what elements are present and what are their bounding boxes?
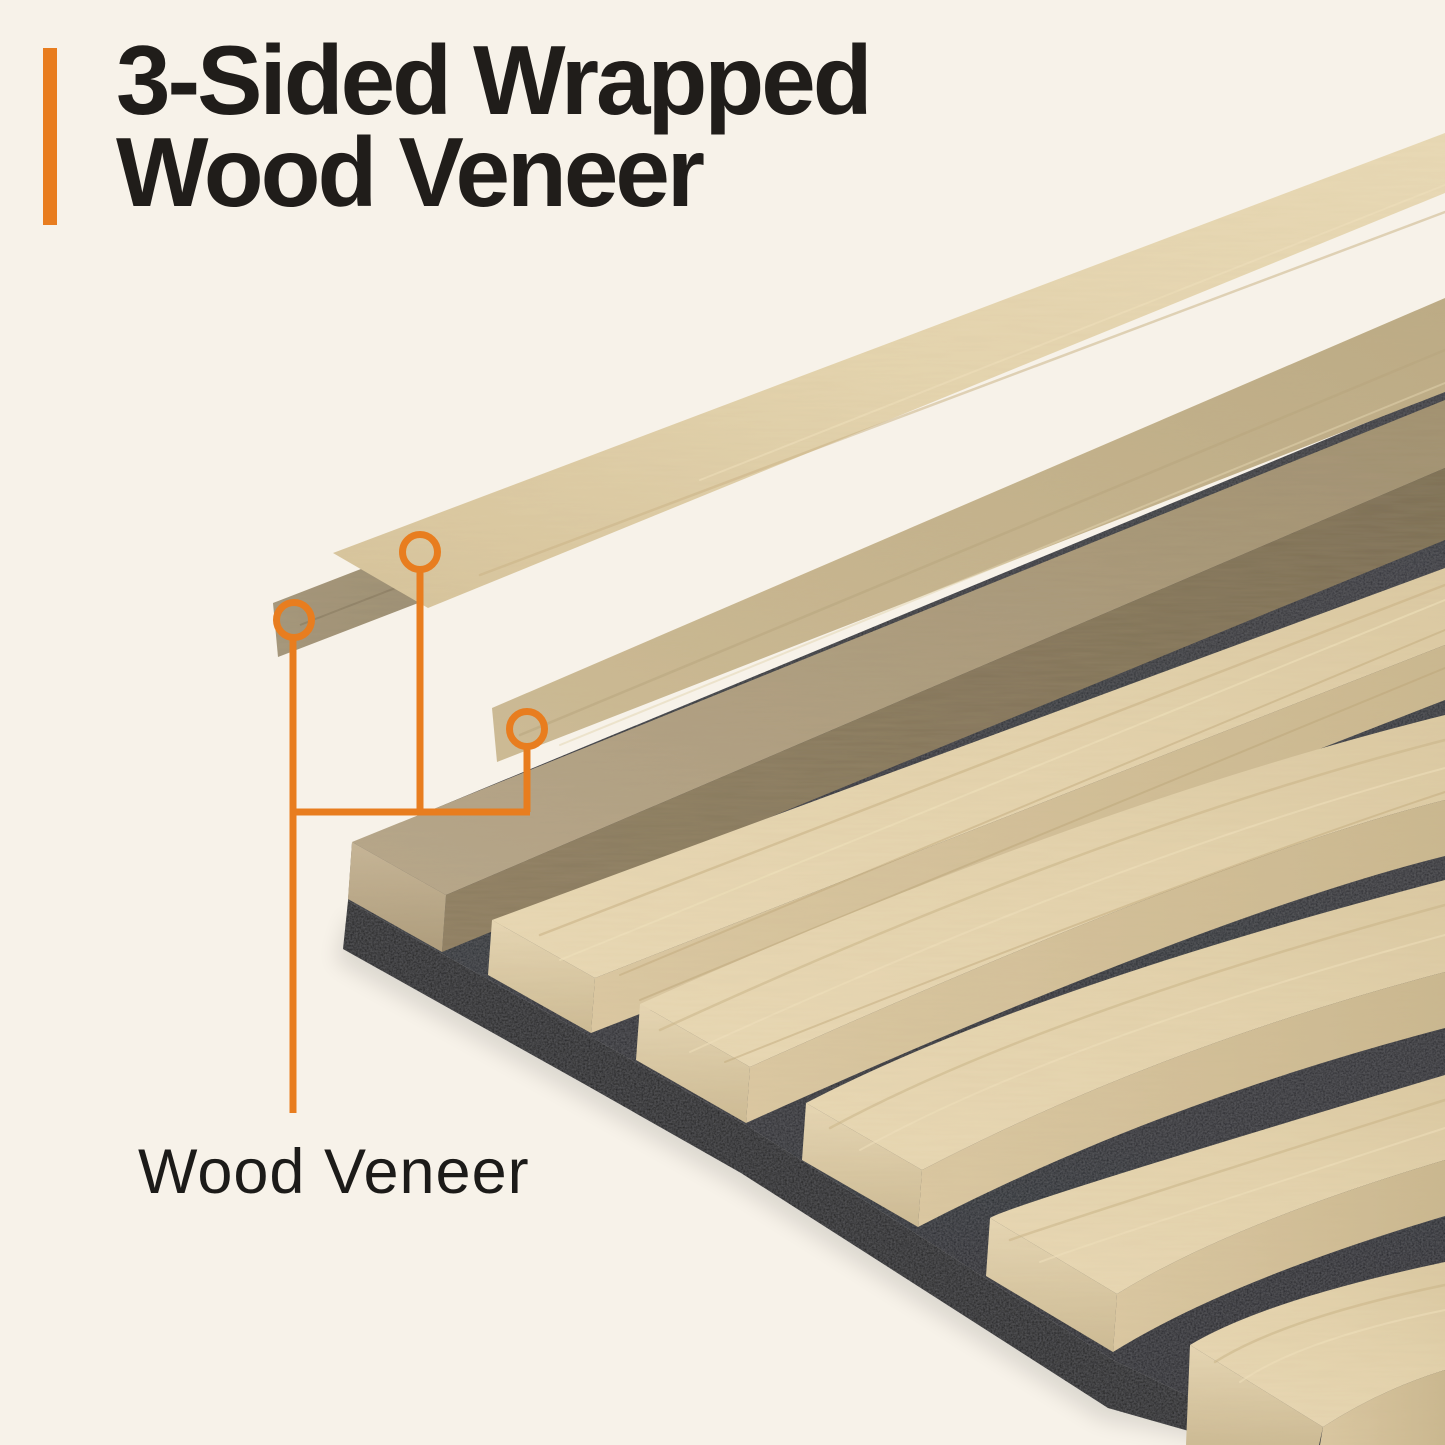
mdf-top-face <box>352 400 1445 895</box>
slat-top-face <box>640 715 1445 1067</box>
wood-veneer-right-strip <box>492 298 1445 762</box>
slat-side-face <box>1320 1370 1445 1445</box>
callout-circle-top-veneer <box>399 531 441 573</box>
oak-slat <box>802 880 1445 1227</box>
callout-connector-lines <box>289 569 531 1113</box>
felt-front-edge <box>343 901 1290 1445</box>
callout-circle-left-veneer <box>273 599 315 641</box>
slat-top-face <box>492 568 1445 978</box>
page-title-line2: Wood Veneer <box>116 117 705 227</box>
wood-veneer-top-strip <box>333 133 1445 608</box>
slat-end-face <box>986 1218 1117 1352</box>
veneer-top-face <box>333 133 1445 608</box>
slat-side-face <box>1113 1160 1445 1352</box>
mdf-side-face <box>442 468 1445 952</box>
callout-annotations <box>273 531 548 1113</box>
mdf-core-slat <box>348 400 1445 952</box>
veneer-right-face <box>492 298 1445 762</box>
slat-end-face <box>1186 1345 1323 1445</box>
slat-side-face <box>918 972 1445 1227</box>
slat-end-face <box>488 920 595 1033</box>
callout-circle-right-veneer <box>506 708 548 750</box>
wood-parts <box>273 133 1445 1445</box>
oak-slat <box>636 715 1445 1123</box>
slat-side-face <box>746 800 1445 1123</box>
slat-end-face <box>802 1103 922 1227</box>
slat-end-face <box>636 1004 750 1123</box>
oak-slat <box>1186 1262 1445 1445</box>
mdf-end-face <box>348 842 446 952</box>
page-title-line1: 3-Sided Wrapped <box>116 25 873 135</box>
title-accent-bar <box>43 48 57 225</box>
wood-veneer-label: Wood Veneer <box>138 1137 530 1207</box>
oak-slat <box>986 1075 1445 1352</box>
